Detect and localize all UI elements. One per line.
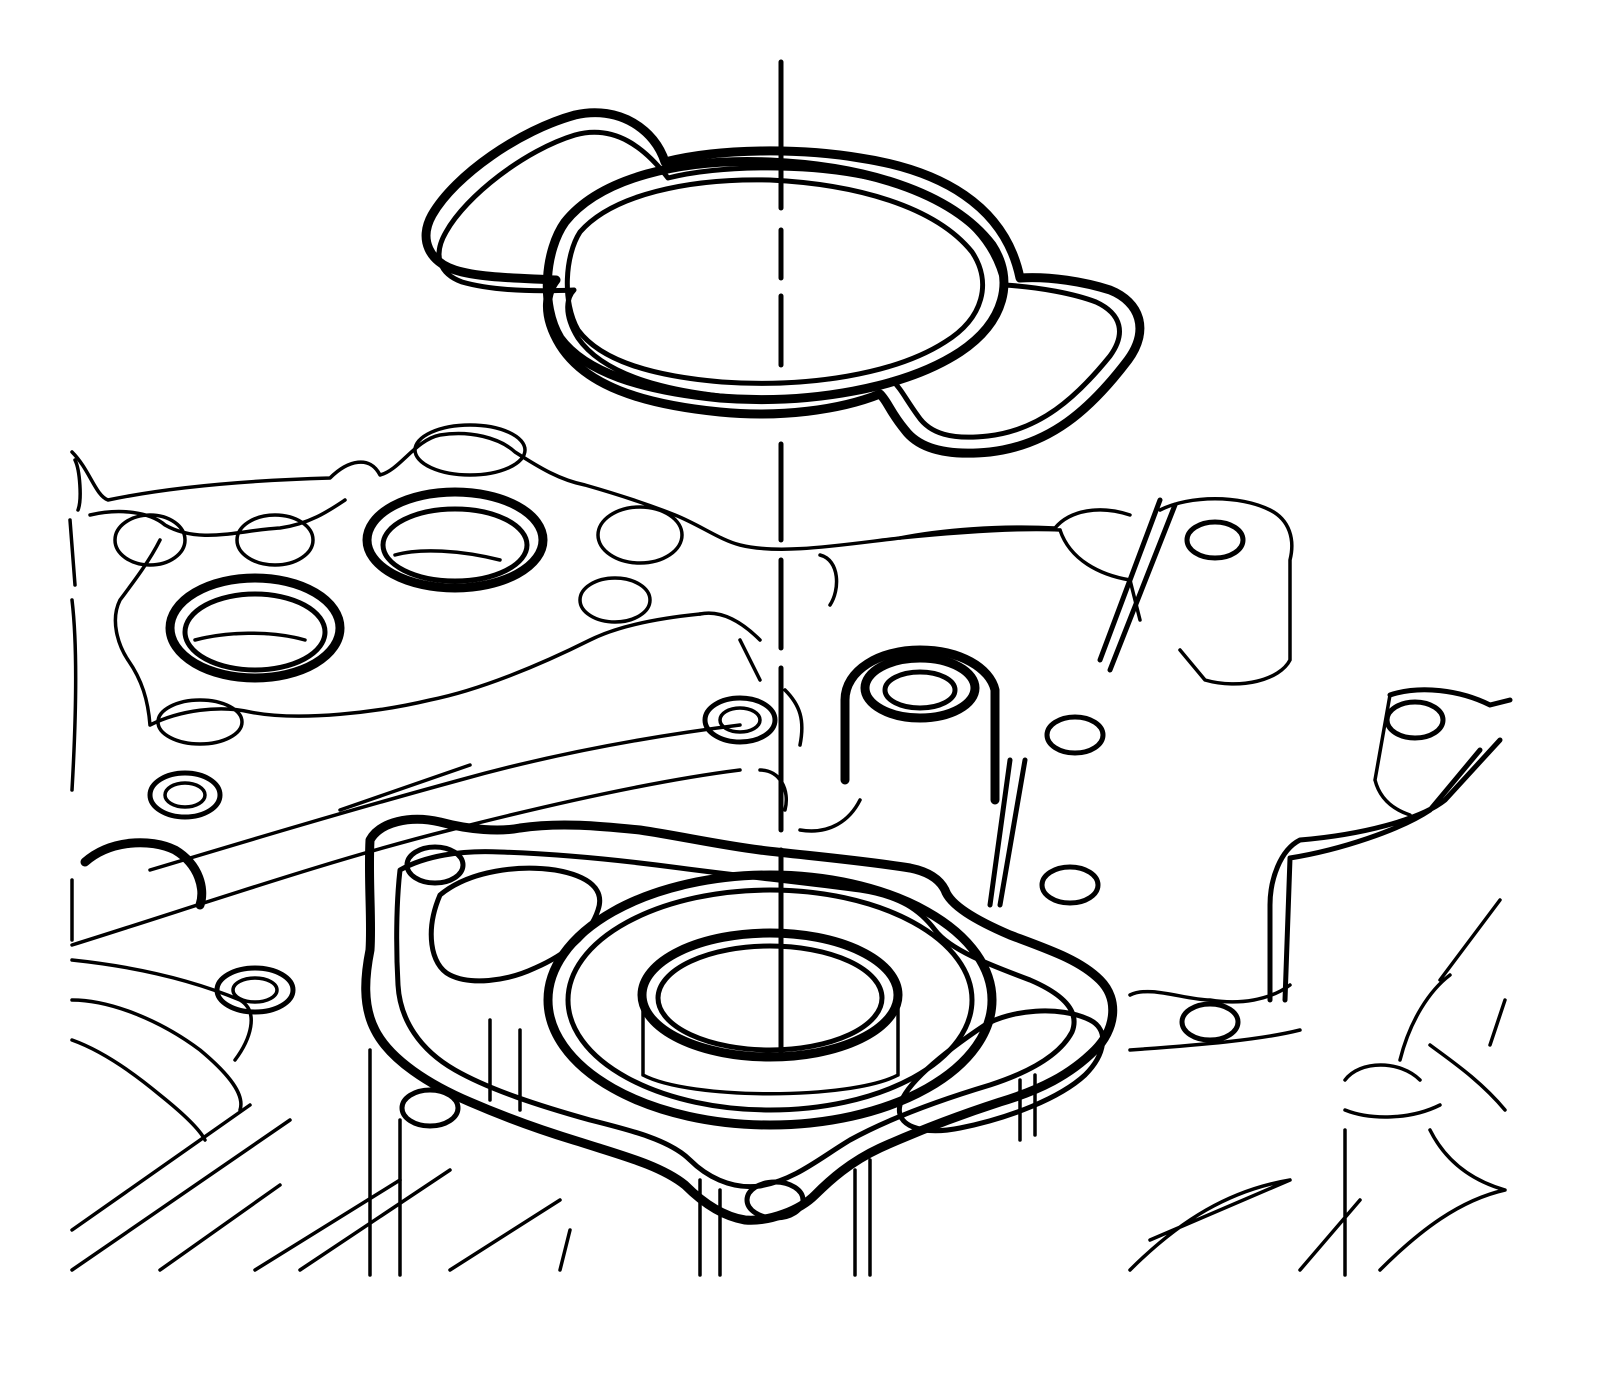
gasket — [421, 108, 1145, 458]
far-right-rail — [1267, 687, 1513, 1003]
plate-diagonal-3 — [338, 763, 472, 812]
center-bore-boss-inner — [655, 943, 885, 1053]
flange-bolt-7 — [1184, 519, 1246, 561]
housing — [68, 423, 1513, 1277]
port-left-2-rib — [393, 549, 502, 562]
lower-right-curves — [1128, 898, 1507, 1119]
left-dome — [80, 838, 207, 910]
boss-6 — [413, 423, 527, 477]
cylinder-boss-top-inner — [882, 669, 958, 711]
far-right-edge — [1128, 693, 1412, 1004]
flange-rib-left — [428, 865, 603, 984]
plate-diagonal-2 — [70, 768, 742, 947]
cylinder-boss-top — [860, 653, 980, 723]
boss-5 — [156, 698, 244, 746]
bolt-hole-2-inner — [231, 976, 279, 1004]
bolt-hole-1-inner — [163, 781, 207, 809]
center-bore-boss — [637, 928, 903, 1062]
left-rim — [70, 878, 253, 1062]
right-tall-boss — [1158, 497, 1294, 686]
gasket-outer-edge — [421, 108, 1145, 458]
boss-1 — [113, 513, 187, 567]
port-left-2-inner — [380, 506, 530, 584]
center-bore-mid — [565, 887, 975, 1113]
boss-2 — [235, 513, 315, 567]
boss-3 — [596, 505, 684, 565]
lower-right-diagonals — [1128, 1128, 1507, 1277]
lower-left-edge-4 — [298, 1168, 572, 1272]
top-right-contour — [898, 508, 1142, 622]
lower-left-edge-3 — [70, 1103, 402, 1272]
flange-bolt-6 — [1044, 714, 1106, 756]
port-left-1-rib — [193, 631, 307, 642]
center-bore-outer — [543, 870, 997, 1130]
port-left-1-inner — [182, 591, 328, 673]
gasket-center-ring-inner — [564, 177, 986, 386]
center-mid-shapes — [698, 553, 862, 833]
lower-left-edge-2 — [70, 1038, 207, 1142]
housing-walls — [368, 1018, 1037, 1277]
center-bore-wall — [641, 998, 900, 1096]
cylinder-boss — [840, 645, 1000, 805]
bolt-hole-3 — [702, 695, 778, 745]
port-left-2 — [362, 487, 548, 593]
bolt-hole-1 — [147, 770, 223, 820]
center-flange-inner — [394, 849, 1077, 1190]
gasket-center-ring — [542, 157, 1009, 405]
flange-bolt-5 — [1039, 864, 1101, 906]
housing-left-plate — [88, 498, 702, 727]
plate-diagonal-1 — [148, 723, 742, 872]
flange-bolt-2 — [399, 1087, 461, 1129]
flange-bolt-4 — [1179, 1001, 1241, 1043]
port-left-1 — [165, 573, 345, 683]
lower-left-edge-1 — [70, 998, 243, 1112]
bolt-hole-2 — [214, 965, 296, 1015]
housing-top-flange-edge — [68, 458, 82, 792]
flange-bolt-8 — [1384, 699, 1446, 741]
center-flange-outer — [361, 814, 1118, 1225]
housing-top-flange — [70, 431, 1062, 551]
flange-bolt-3 — [744, 1179, 806, 1221]
boss-4 — [578, 576, 652, 624]
flange-bolt-1 — [404, 844, 466, 886]
bolt-hole-3-inner — [718, 706, 762, 734]
